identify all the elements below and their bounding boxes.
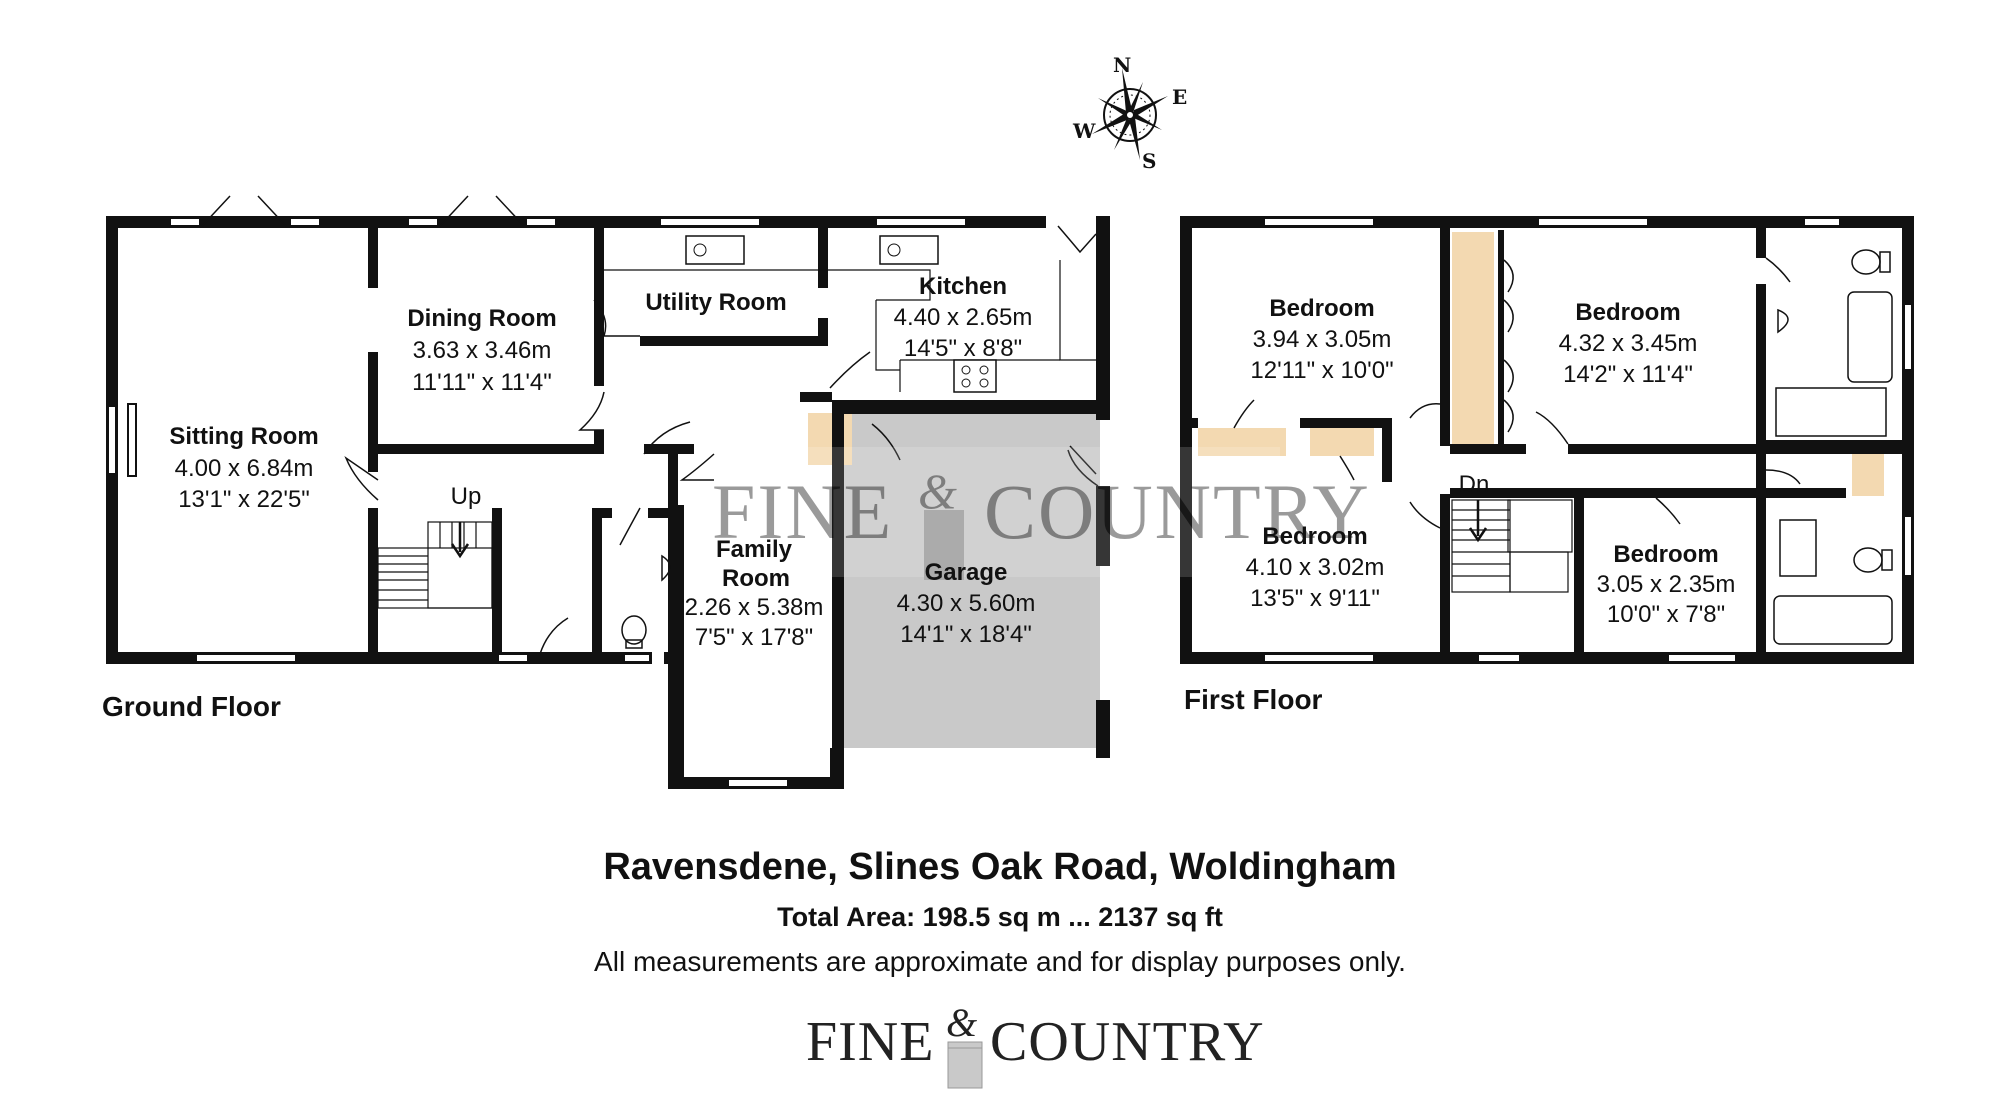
bedroom-2-metric: 4.32 x 3.45m	[1559, 330, 1698, 357]
first-floor-windows	[1263, 217, 1913, 663]
sink-icon	[685, 235, 745, 265]
bedroom-1-imperial: 12'11" x 10'0"	[1250, 357, 1393, 384]
cupboard-2	[1310, 428, 1374, 456]
bedroom-3-metric: 4.10 x 3.02m	[1246, 554, 1385, 581]
disclaimer: All measurements are approximate and for…	[594, 946, 1406, 977]
first-floor-doors	[1233, 257, 1801, 529]
wardrobe-1	[1452, 232, 1494, 444]
family-room-name-line2: Room	[722, 565, 790, 592]
sitting-room-imperial: 13'1" x 22'5"	[178, 486, 310, 513]
ground-floor-label: Ground Floor	[102, 691, 281, 722]
wc-fittings	[621, 554, 671, 649]
dining-room-imperial: 11'11" x 11'4"	[412, 369, 552, 396]
kitchen-imperial: 14'5" x 8'8"	[904, 335, 1022, 362]
dining-room-metric: 3.63 x 3.46m	[413, 337, 552, 364]
brand-name-country: Country	[990, 1011, 1265, 1073]
bedroom-1-name: Bedroom	[1269, 295, 1374, 322]
fireplace	[127, 403, 137, 477]
brand-logo: Fine & Country	[806, 1000, 1265, 1089]
sitting-room-metric: 4.00 x 6.84m	[175, 455, 314, 482]
stairs-up-arrow-icon	[450, 522, 470, 559]
brand-ampersand: &	[946, 1000, 977, 1045]
bedroom-4-metric: 3.05 x 2.35m	[1597, 571, 1736, 598]
property-address: Ravensdene, Slines Oak Road, Woldingham	[603, 846, 1397, 888]
stairs-down-label: Dn	[1459, 471, 1490, 498]
garage-cupboard	[808, 413, 852, 465]
kitchen-metric: 4.40 x 2.65m	[894, 304, 1033, 331]
bedroom-1-metric: 3.94 x 3.05m	[1253, 326, 1392, 353]
first-floor-plan	[1180, 216, 1914, 664]
kitchen-name: Kitchen	[919, 273, 1007, 300]
family-room-name-line1: Family	[716, 536, 793, 563]
kitchen-sink-icon	[879, 235, 939, 265]
bathroom-fittings	[1773, 249, 1893, 645]
first-stairs	[1451, 499, 1573, 593]
garage-metric: 4.30 x 5.60m	[897, 590, 1036, 617]
garage-name: Garage	[925, 559, 1008, 586]
compass-east-label: E	[1172, 85, 1187, 109]
bedroom-4-imperial: 10'0" x 7'8"	[1607, 601, 1725, 628]
bedroom-4-name: Bedroom	[1613, 541, 1718, 568]
watermark-logo: FINE & COUNTRY	[712, 447, 1371, 580]
room-labels: Sitting Room 4.00 x 6.84m 13'1" x 22'5" …	[169, 273, 1735, 651]
bedroom-2-imperial: 14'2" x 11'4"	[1563, 361, 1693, 388]
family-room-metric: 2.26 x 5.38m	[685, 594, 824, 621]
brand-name-fine: Fine	[806, 1011, 934, 1073]
stairs-up-label: Up	[451, 483, 482, 510]
total-area: Total Area: 198.5 sq m ... 2137 sq ft	[777, 902, 1223, 932]
garage-imperial: 14'1" x 18'4"	[900, 621, 1032, 648]
bedroom-3-imperial: 13'5" x 9'11"	[1250, 585, 1380, 612]
cupboard-1	[1198, 428, 1286, 456]
family-room-imperial: 7'5" x 17'8"	[695, 624, 813, 651]
ground-floor-plan	[106, 195, 1110, 789]
sitting-room-name: Sitting Room	[169, 423, 318, 450]
svg-text:COUNTRY: COUNTRY	[984, 468, 1371, 555]
svg-text:&: &	[918, 463, 957, 519]
svg-text:FINE: FINE	[712, 468, 893, 555]
compass-rose-icon: N E S W	[1072, 53, 1187, 173]
compass-south-label: S	[1142, 149, 1156, 173]
utility-room-name: Utility Room	[645, 289, 786, 316]
compass-north-label: N	[1113, 53, 1131, 77]
cupboard-3	[1852, 454, 1884, 496]
first-floor-label: First Floor	[1184, 684, 1323, 715]
ground-floor-doors	[201, 195, 1099, 655]
bedroom-3-name: Bedroom	[1262, 523, 1367, 550]
compass-west-label: W	[1072, 119, 1096, 143]
ground-floor-windows	[107, 217, 967, 788]
hob-icon	[953, 359, 997, 393]
ground-stairs	[377, 521, 493, 609]
stairs-down-arrow-icon	[1468, 500, 1488, 543]
garage-floor	[844, 413, 1100, 748]
bedroom-2-name: Bedroom	[1575, 299, 1680, 326]
dining-room-name: Dining Room	[407, 305, 556, 332]
